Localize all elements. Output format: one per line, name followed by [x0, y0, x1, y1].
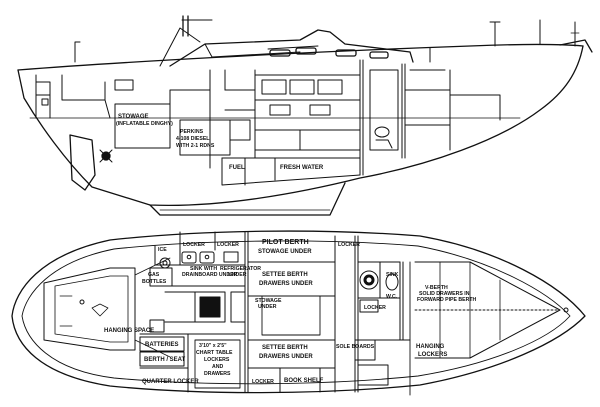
settee-berth-upper-label: SETTEE BERTH [262, 272, 308, 278]
ice-box-label: ICE [158, 247, 167, 253]
chart-table-label-line-4: AND [212, 364, 223, 370]
salon-plan [139, 231, 389, 393]
stowage-label: STOWAGE [118, 114, 149, 120]
gas-bottles-label-line-1: GAS [148, 272, 160, 278]
head-plan [357, 261, 411, 396]
hanging-space-label: HANGING SPACE [104, 328, 154, 334]
engine-label-line-1: PERKINS [180, 129, 204, 135]
v-berth-note-line-3: FORWARD PIPE BERTH [417, 297, 477, 303]
locker-label-port-forward: LOCKER [252, 379, 274, 385]
drawers-under-upper-label: DRAWERS UNDER [259, 281, 313, 287]
sink-label-line-2: DRAINBOARD UNDER [182, 272, 238, 278]
locker-label-nav: LOCKER [183, 242, 205, 248]
v-berth-note-line-1: V-BERTH [425, 285, 448, 291]
sole-boards-label: SOLE BOARDS [336, 344, 375, 350]
book-shelf-label: BOOK SHELF [284, 378, 324, 384]
profile-interior [35, 59, 501, 186]
dinette-stowage-label-line-2: UNDER [258, 304, 277, 310]
refrigerator-label-line-2: UNDER [228, 272, 247, 278]
fuel-tank-label: FUEL [229, 165, 245, 171]
inflatable-dinghy-label: (INFLATABLE DINGHY) [116, 121, 173, 127]
settee-berth-lower-label: SETTEE BERTH [262, 345, 308, 351]
head-wc-label: W.C. [386, 294, 398, 300]
hull-profile [17, 21, 593, 207]
head-sink-label: SINK [386, 272, 399, 278]
engine-label-line-3: WITH 2-1 RDNS [176, 143, 215, 149]
v-berth-plan [414, 261, 561, 359]
chart-table-label-line-3: LOCKERS [204, 357, 230, 363]
hanging-lockers-label-line-2: LOCKERS [418, 352, 447, 358]
refrigerator-label-line-1: REFRIGERATOR [220, 266, 261, 272]
quarter-locker-label: QUARTER LOCKER [142, 379, 199, 385]
batteries-label: BATTERIES [145, 342, 179, 348]
locker-label-galley: LOCKER [217, 242, 239, 248]
v-berth-note-line-2: SOLID DRAWERS IN [419, 291, 470, 297]
pilot-berth-label: PILOT BERTH [262, 239, 309, 246]
plan-labels: LOCKER LOCKER LOCKER PILOT BERTH STOWAGE… [104, 239, 477, 385]
locker-label-starboard: LOCKER [364, 305, 386, 311]
cockpit-plan [43, 257, 171, 358]
fresh-water-tank-label: FRESH WATER [280, 165, 324, 171]
drawers-under-lower-label: DRAWERS UNDER [259, 354, 313, 360]
chart-table-label-line-5: DRAWERS [204, 371, 231, 377]
profile-labels: STOWAGE (INFLATABLE DINGHY) PERKINS 4-10… [116, 114, 324, 171]
chart-table-label-line-2: CHART TABLE [196, 350, 233, 356]
berth-seat-label: BERTH / SEAT [144, 357, 186, 363]
dinette-stowage-label-line-1: STOWAGE [255, 298, 282, 304]
engine-label-line-2: 4-108 DIESEL [176, 136, 210, 142]
locker-label-forward: LOCKER [338, 242, 360, 248]
chart-table-label-line-1: 3'10" x 2'5" [199, 343, 227, 349]
hull-plan [11, 230, 586, 394]
stowage-under-label: STOWAGE UNDER [258, 249, 312, 255]
hanging-lockers-label-line-1: HANGING [416, 344, 445, 350]
keel [149, 182, 346, 216]
gas-bottles-label-line-2: BOTTLES [142, 279, 167, 285]
sink-label-line-1: SINK WITH [190, 266, 217, 272]
coachroof [74, 15, 541, 67]
rudder-and-skeg [69, 134, 113, 191]
